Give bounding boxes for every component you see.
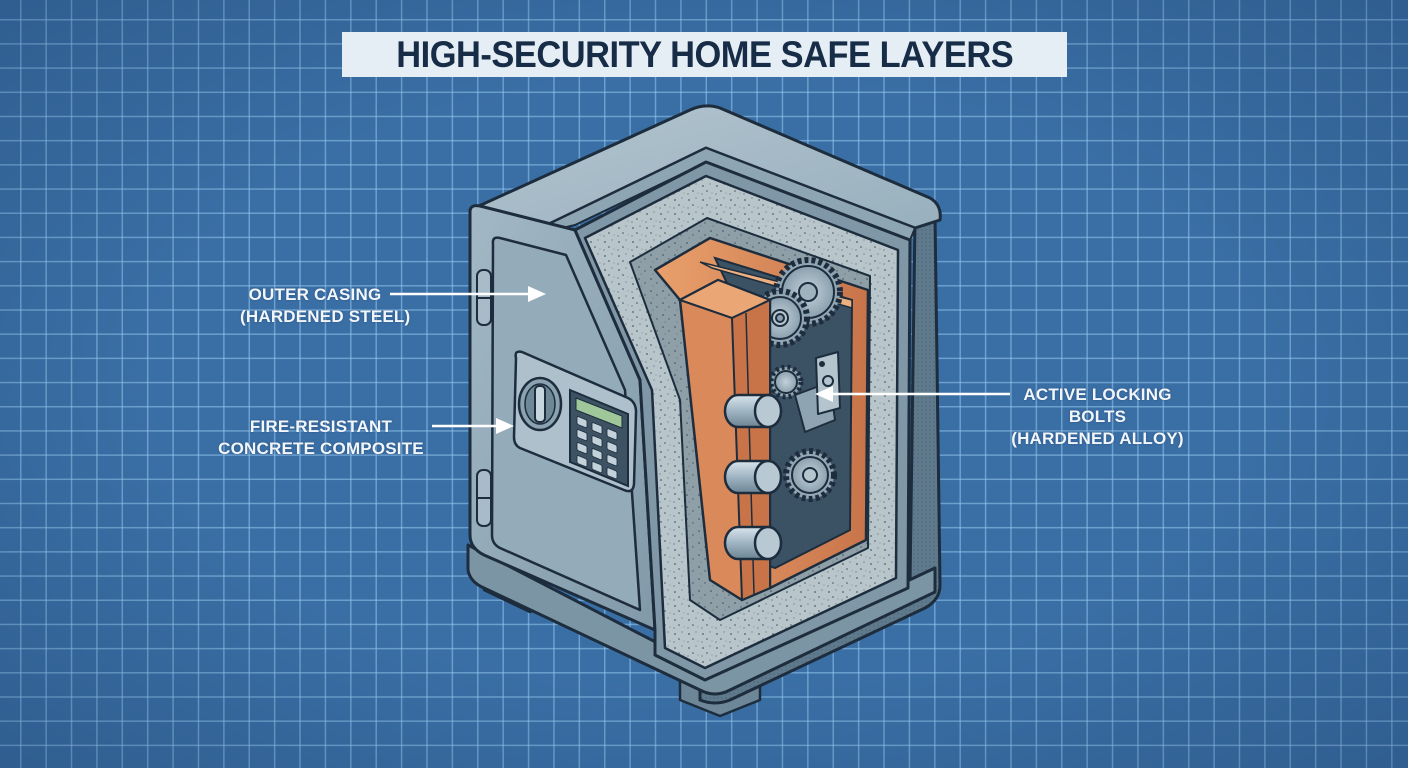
title-banner: HIGH-SECURITY HOME SAFE LAYERS bbox=[342, 32, 1067, 77]
arrow-icon bbox=[390, 286, 1010, 434]
diagram-title: HIGH-SECURITY HOME SAFE LAYERS bbox=[396, 33, 1013, 75]
keypad-icon[interactable] bbox=[569, 388, 629, 488]
label-fire-resistant: FIRE-RESISTANT CONCRETE COMPOSITE bbox=[212, 416, 430, 460]
label-line: OUTER CASING bbox=[248, 285, 382, 304]
label-locking-bolts: ACTIVE LOCKING BOLTS (HARDENED ALLOY) bbox=[1005, 384, 1190, 450]
label-line: ACTIVE LOCKING bbox=[1023, 385, 1172, 404]
gear-icon bbox=[750, 257, 843, 502]
combination-dial-icon[interactable] bbox=[517, 376, 563, 432]
lock-panel[interactable] bbox=[512, 350, 638, 493]
label-line: (HARDENED ALLOY) bbox=[1011, 429, 1184, 448]
label-line: BOLTS bbox=[1068, 407, 1127, 426]
safe-right-side bbox=[698, 213, 942, 705]
label-line: CONCRETE COMPOSITE bbox=[218, 439, 424, 458]
label-line: (HARDENED STEEL) bbox=[240, 307, 411, 326]
label-outer-casing: OUTER CASING (HARDENED STEEL) bbox=[240, 284, 411, 328]
locking-bolt-icon bbox=[723, 393, 783, 561]
keypad-display bbox=[575, 397, 623, 429]
label-line: FIRE-RESISTANT bbox=[249, 417, 393, 436]
hinge-icon bbox=[476, 269, 492, 527]
